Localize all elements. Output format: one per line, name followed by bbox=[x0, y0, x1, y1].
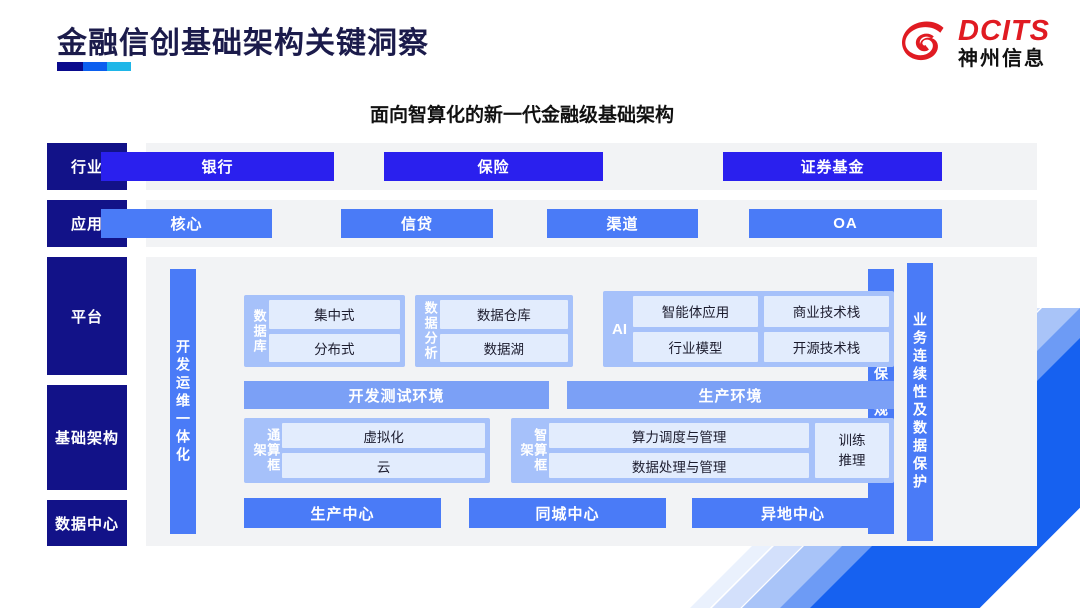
sub-tile-data-warehouse[interactable]: 数据仓库 bbox=[439, 300, 568, 329]
page-title: 金融信创基础架构关键洞察 bbox=[57, 27, 429, 60]
vertical-bar-devops[interactable]: 开发运维一体化 bbox=[170, 269, 196, 534]
group-label-general-compute: 通算框架 bbox=[251, 428, 281, 473]
sub-tile-cloud[interactable]: 云 bbox=[282, 453, 485, 478]
group-label-data-analysis: 数据分析 bbox=[422, 301, 438, 361]
title-accent-bar bbox=[57, 62, 131, 71]
datacenter-tile-remote[interactable]: 异地中心 bbox=[692, 498, 894, 528]
sub-tile-industry-model[interactable]: 行业模型 bbox=[633, 331, 758, 362]
sub-tile-opensource-stack[interactable]: 开源技术栈 bbox=[764, 331, 889, 362]
datacenter-tile-same-city[interactable]: 同城中心 bbox=[469, 498, 666, 528]
group-label-database: 数据库 bbox=[251, 308, 267, 354]
sub-tile-data-lake[interactable]: 数据湖 bbox=[439, 333, 568, 362]
group-card-general-compute[interactable]: 通算框架 虚拟化 云 bbox=[244, 418, 490, 483]
env-bar-dev-test[interactable]: 开发测试环境 bbox=[244, 381, 549, 409]
accent-segment-blue bbox=[83, 62, 107, 71]
company-logo: DCITS 神州信息 bbox=[896, 16, 1050, 70]
dcits-swoosh-icon bbox=[902, 21, 944, 61]
row-label-datacenter[interactable]: 数据中心 bbox=[47, 500, 127, 546]
slide-header: 金融信创基础架构关键洞察 DCITS 神州信息 bbox=[0, 0, 1080, 92]
train-label: 训练 bbox=[838, 432, 866, 448]
slide-subtitle-text: 面向智算化的新一代金融级基础架构 bbox=[369, 105, 674, 126]
group-card-ai[interactable]: AI 智能体应用 商业技术栈 行业模型 开源技术栈 bbox=[603, 291, 894, 367]
sub-tile-virtualization[interactable]: 虚拟化 bbox=[282, 423, 485, 448]
slide-subtitle: 面向智算化的新一代金融级基础架构 bbox=[0, 100, 1080, 127]
sub-tile-compute-scheduling[interactable]: 算力调度与管理 bbox=[549, 423, 809, 448]
application-tile-channel[interactable]: 渠道 bbox=[547, 209, 698, 238]
sub-tile-commercial-stack[interactable]: 商业技术栈 bbox=[764, 296, 889, 327]
env-bar-production[interactable]: 生产环境 bbox=[567, 381, 894, 409]
group-label-ai: AI bbox=[612, 320, 627, 338]
group-label-intelligent-compute: 智算框架 bbox=[518, 428, 548, 473]
industry-tile-bank[interactable]: 银行 bbox=[101, 152, 334, 181]
group-card-data-analysis[interactable]: 数据分析 数据仓库 数据湖 bbox=[415, 295, 573, 367]
application-tile-core[interactable]: 核心 bbox=[101, 209, 272, 238]
sub-tile-agent-application[interactable]: 智能体应用 bbox=[633, 296, 758, 327]
group-card-database[interactable]: 数据库 集中式 分布式 bbox=[244, 295, 405, 367]
sub-tile-distributed[interactable]: 分布式 bbox=[268, 333, 400, 362]
accent-segment-navy bbox=[57, 62, 83, 71]
group-card-intelligent-compute[interactable]: 智算框架 算力调度与管理 数据处理与管理 训练 推理 bbox=[511, 418, 894, 483]
logo-en-text: DCITS bbox=[958, 15, 1050, 47]
datacenter-tile-production[interactable]: 生产中心 bbox=[244, 498, 441, 528]
industry-tile-insurance[interactable]: 保险 bbox=[384, 152, 603, 181]
industry-tile-securities-fund[interactable]: 证券基金 bbox=[723, 152, 942, 181]
vertical-bar-business-continuity[interactable]: 业务连续性及数据保护 bbox=[907, 263, 933, 541]
accent-segment-cyan bbox=[107, 62, 131, 71]
application-tile-oa[interactable]: OA bbox=[749, 209, 942, 238]
application-tile-credit[interactable]: 信贷 bbox=[341, 209, 493, 238]
logo-cn-text: 神州信息 bbox=[958, 48, 1046, 70]
sub-tile-train-inference[interactable]: 训练 推理 bbox=[815, 423, 889, 478]
row-label-application[interactable]: 应用 bbox=[47, 200, 127, 247]
sub-tile-data-processing[interactable]: 数据处理与管理 bbox=[549, 453, 809, 478]
inference-label: 推理 bbox=[838, 452, 866, 468]
row-label-platform[interactable]: 平台 bbox=[47, 257, 127, 375]
row-label-infrastructure[interactable]: 基础架构 bbox=[47, 385, 127, 490]
sub-tile-centralized[interactable]: 集中式 bbox=[268, 300, 400, 329]
architecture-diagram: 行业 应用 平台 基础架构 数据中心 银行 保险 证券基金 核心 信贷 渠道 O… bbox=[47, 143, 1037, 568]
